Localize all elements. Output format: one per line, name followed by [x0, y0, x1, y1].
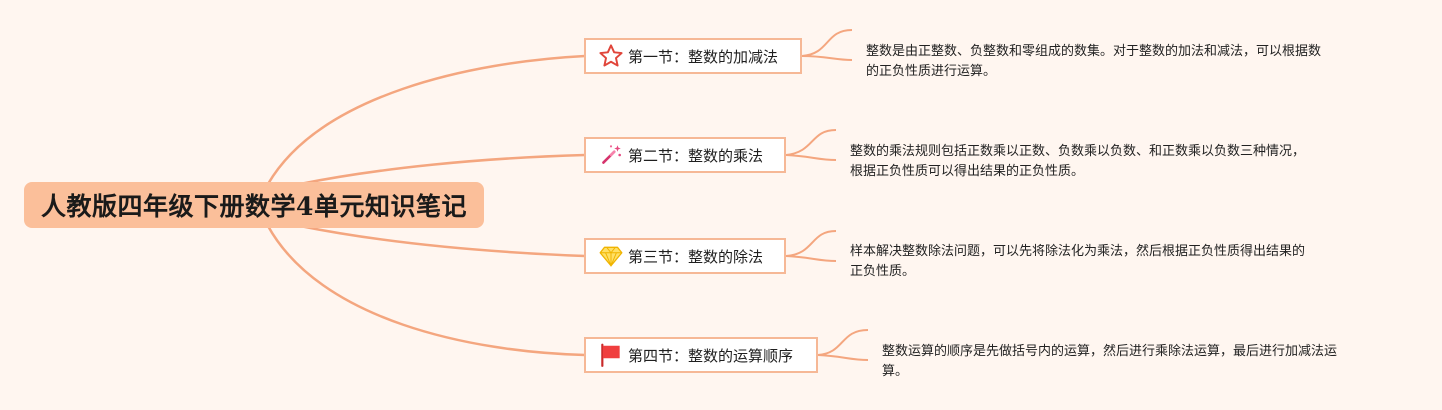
fork-line-1a: [801, 29, 853, 57]
note-line: 整数的乘法规则包括正数乘以正数、负数乘以负数、和正数乘以负数三种情况，: [850, 144, 1306, 159]
section-2-note: 整数的乘法规则包括正数乘以正数、负数乘以负数、和正数乘以负数三种情况， 根据正负…: [850, 142, 1305, 182]
fork-line-4a: [817, 329, 869, 356]
branch-line-4: [266, 225, 586, 357]
red-flag-icon: [598, 342, 624, 368]
magic-wand-icon: [598, 142, 624, 168]
note-line: 整数是由正整数、负整数和零组成的数集。对于整数的加法和减法，可以根据数: [866, 44, 1322, 59]
star-icon: [598, 43, 624, 69]
note-line: 的正负性质进行运算。: [866, 64, 997, 79]
section-4-note: 整数运算的顺序是先做括号内的运算，然后进行乘除法运算，最后进行加减法运 算。: [882, 342, 1337, 382]
branch-line-1: [266, 54, 586, 185]
fork-line-3a: [785, 230, 837, 257]
section-2-node[interactable]: 第二节：整数的乘法: [584, 137, 786, 173]
branch-line-2: [299, 153, 586, 186]
section-2-label: 第二节：整数的乘法: [628, 146, 764, 165]
note-line: 算。: [882, 364, 909, 379]
section-1-label: 第一节：整数的加减法: [628, 47, 779, 66]
fork-line-4b: [817, 354, 869, 361]
fork-line-1b: [801, 55, 853, 61]
fork-line-3b: [785, 255, 837, 262]
central-topic[interactable]: 人教版四年级下册数学4单元知识笔记: [24, 182, 484, 228]
note-line: 正负性质。: [850, 264, 916, 279]
branch-line-3: [299, 224, 586, 258]
section-3-node[interactable]: 第三节：整数的除法: [584, 238, 786, 274]
note-line: 样本解决整数除法问题，可以先将除法化为乘法，然后根据正负性质得出结果的: [850, 244, 1306, 259]
note-line: 根据正负性质可以得出结果的正负性质。: [850, 164, 1085, 179]
section-4-label: 第四节：整数的运算顺序: [628, 346, 794, 365]
section-1-note: 整数是由正整数、负整数和零组成的数集。对于整数的加法和减法，可以根据数 的正负性…: [866, 42, 1321, 82]
diamond-icon: [598, 243, 624, 269]
note-line: 整数运算的顺序是先做括号内的运算，然后进行乘除法运算，最后进行加减法运: [882, 344, 1338, 359]
section-1-node[interactable]: 第一节：整数的加减法: [584, 38, 802, 74]
section-4-node[interactable]: 第四节：整数的运算顺序: [584, 337, 818, 373]
fork-line-2a: [785, 129, 837, 156]
section-3-label: 第三节：整数的除法: [628, 247, 764, 266]
section-3-note: 样本解决整数除法问题，可以先将除法化为乘法，然后根据正负性质得出结果的 正负性质…: [850, 242, 1305, 282]
fork-line-2b: [785, 154, 837, 161]
